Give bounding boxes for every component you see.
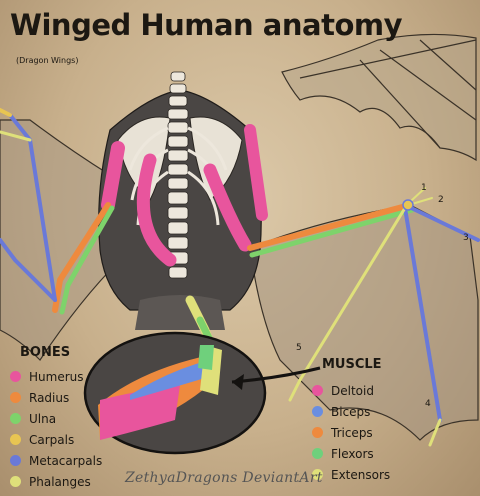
muscle-legend-item: Flexors: [312, 443, 390, 464]
muscle-legend-label: Flexors: [331, 446, 374, 461]
bones-color-swatch: [10, 476, 21, 487]
spine: [167, 71, 189, 279]
right-wing-membrane: [249, 204, 479, 441]
muscle-legend-label: Triceps: [331, 425, 373, 440]
digit-number-3: 3: [463, 233, 469, 243]
bones-legend-item: Humerus: [10, 366, 102, 387]
digit-number-2: 2: [438, 195, 444, 205]
arrow-head: [232, 374, 244, 390]
digit-number-1: 1: [421, 183, 427, 193]
muscle-color-swatch: [312, 427, 323, 438]
muscle-heading: MUSCLE: [322, 357, 382, 372]
bones-legend-label: Ulna: [29, 411, 57, 426]
bones-color-swatch: [10, 413, 21, 424]
left-arm-bones: [0, 108, 177, 315]
bones-legend-item: Radius: [10, 387, 102, 408]
bones-legend-item: Ulna: [10, 408, 102, 429]
muscle-legend-item: Deltoid: [312, 380, 390, 401]
muscle-legend-item: Biceps: [312, 401, 390, 422]
credit-text: ZethyaDragons DeviantArt: [125, 470, 323, 486]
right-arm-bones: [203, 124, 480, 447]
bones-legend-label: Humerus: [29, 369, 84, 384]
zoom-inset: [83, 331, 267, 455]
bones-legend-label: Radius: [29, 390, 70, 405]
bones-heading: BONES: [20, 345, 71, 360]
bones-legend-item: Metacarpals: [10, 450, 102, 471]
bones-legend-label: Metacarpals: [29, 453, 103, 468]
bones-color-swatch: [10, 392, 21, 403]
digit-number-5: 5: [296, 343, 302, 353]
muscle-color-swatch: [312, 448, 323, 459]
bones-legend-item: Carpals: [10, 429, 102, 450]
muscle-legend-label: Deltoid: [331, 383, 374, 398]
muscle-legend-item: Triceps: [312, 422, 390, 443]
bones-legend-item: Phalanges: [10, 471, 102, 492]
bones-legend-label: Carpals: [29, 432, 75, 447]
digit-number-4: 4: [425, 399, 431, 409]
bones-color-swatch: [10, 455, 21, 466]
muscle-color-swatch: [312, 469, 323, 480]
muscle-legend-label: Extensors: [331, 467, 391, 482]
muscle-color-swatch: [312, 385, 323, 396]
bones-color-swatch: [10, 434, 21, 445]
page-subtitle: (Dragon Wings): [16, 56, 79, 65]
left-wing-membrane: [0, 119, 121, 361]
bones-color-swatch: [10, 371, 21, 382]
muscle-legend-label: Biceps: [331, 404, 371, 419]
digit-numbers: 1 2 3 4 5: [296, 183, 469, 409]
muscle-color-swatch: [312, 406, 323, 417]
page-title: Winged Human anatomy: [10, 8, 403, 42]
muscle-legend-item: Extensors: [312, 464, 390, 485]
bones-legend-label: Phalanges: [29, 474, 91, 489]
wing-sketch: [281, 33, 477, 162]
